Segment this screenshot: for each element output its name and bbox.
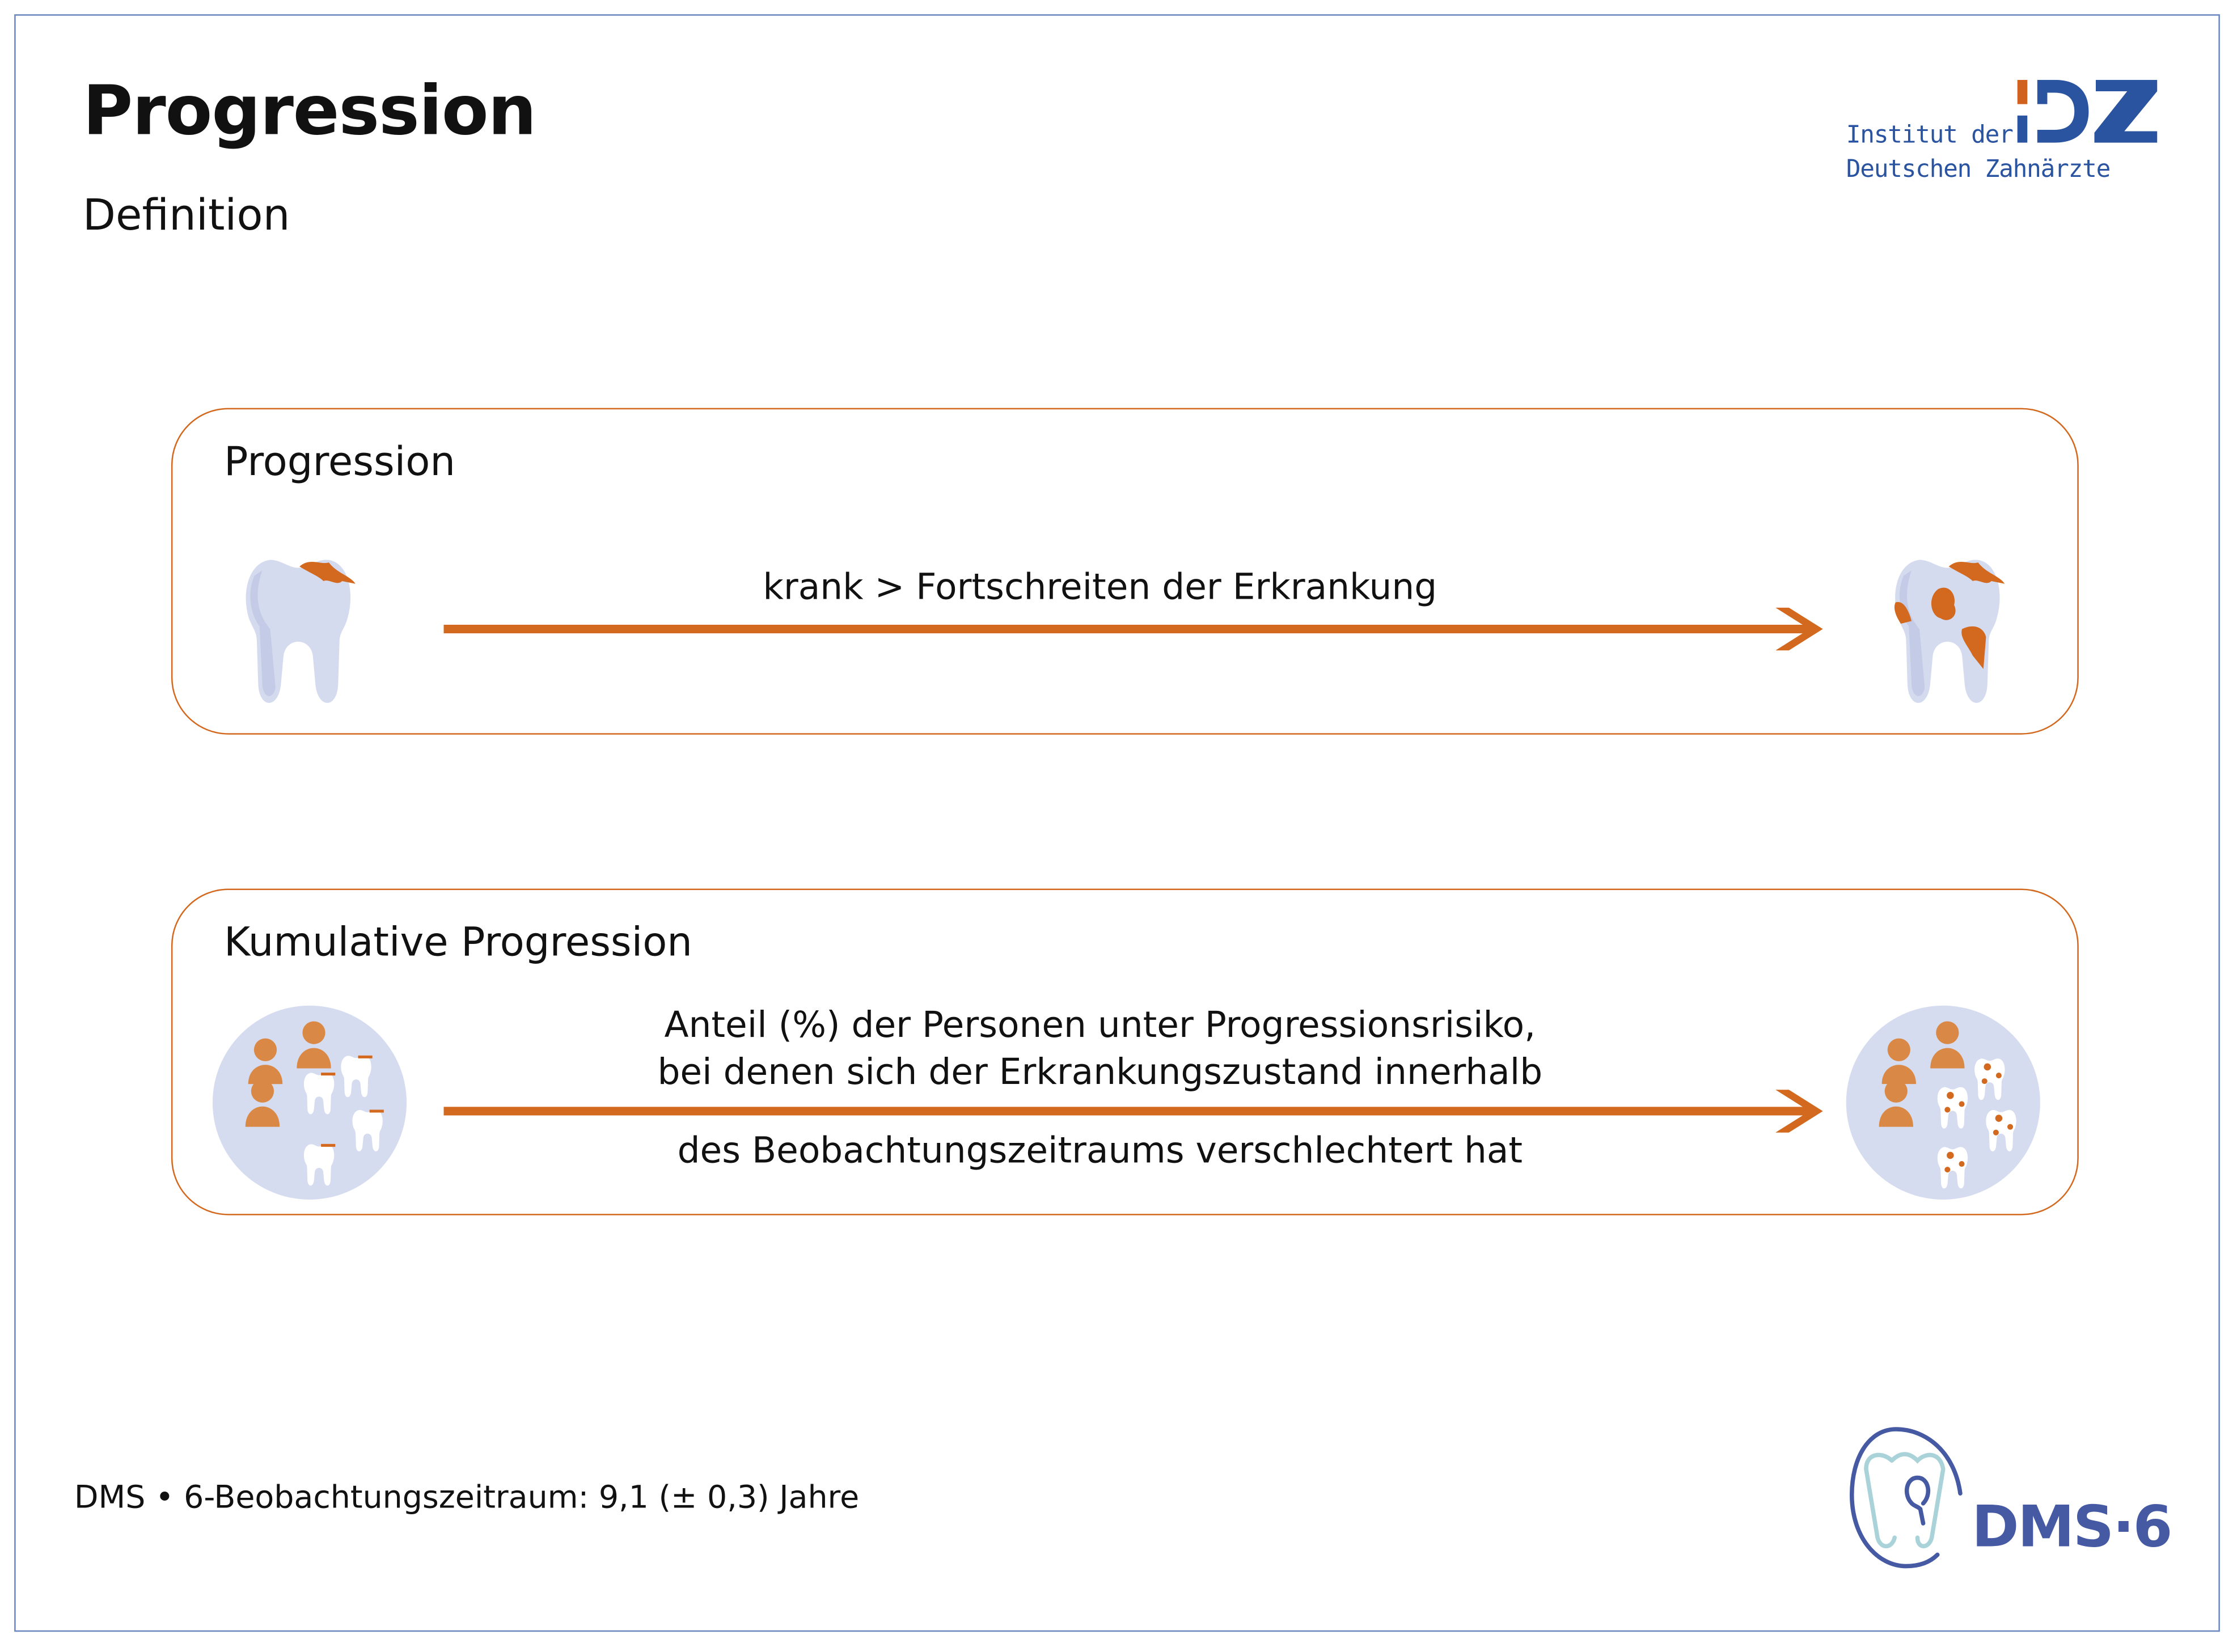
definition-text: krank > Fortschreiten der Erkrankung [763, 566, 1437, 608]
box-label: Kumulative Progression [224, 918, 692, 966]
definition-text-line1: Anteil (%) der Personen unter Progressio… [664, 1004, 1536, 1046]
idz-mark-icon [2017, 79, 2158, 143]
page-title: Progression [82, 71, 536, 151]
population-group-progressed-icon [1846, 1005, 2040, 1200]
progression-box: Progression krank > Fortschreiten der Er… [171, 408, 2079, 735]
page-subtitle: Definition [82, 191, 290, 242]
tooth-caries-advanced-icon [1894, 560, 2005, 703]
cumulative-progression-box: Kumulative Progression Anteil (%) der Pe… [171, 888, 2079, 1215]
idz-line2: Deutschen Zahnärzte [1846, 155, 2111, 184]
footer-note: DMS • 6-Beobachtungszeitraum: 9,1 (± 0,3… [74, 1480, 860, 1517]
idz-logo: Institut der Deutschen Zahnärzte [1841, 74, 2169, 196]
idz-line1: Institut der [1846, 121, 2014, 150]
box-label: Progression [224, 438, 455, 485]
arrow-icon [443, 607, 1823, 651]
dms6-tooth-logo-icon [1849, 1427, 1963, 1569]
arrow-icon [443, 1090, 1823, 1133]
slide-frame [14, 14, 2220, 1632]
definition-text-line3: des Beobachtungszeitraums verschlechtert… [677, 1129, 1523, 1171]
definition-text-line2: bei denen sich der Erkrankungszustand in… [657, 1051, 1543, 1093]
dms6-logo-text: DMS·6 [1972, 1494, 2172, 1561]
population-group-icon [212, 1005, 407, 1200]
dms6-logo: DMS·6 [1849, 1424, 2172, 1575]
tooth-caries-small-icon [246, 560, 356, 703]
